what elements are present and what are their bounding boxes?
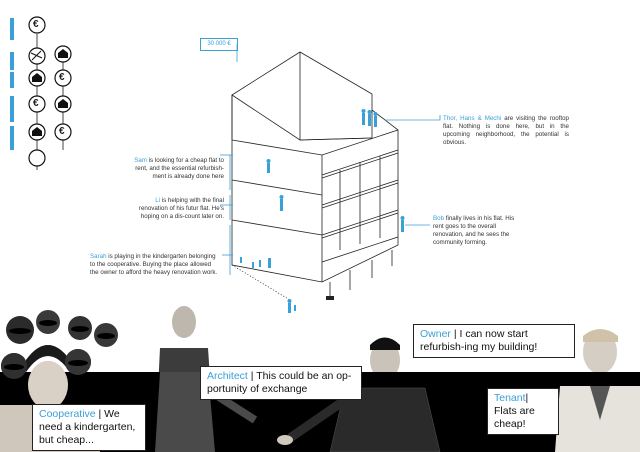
dog-figure: [326, 296, 334, 300]
note-thor: Thor, Hans & Mechi are visiting the roof…: [443, 115, 569, 147]
note-sarah-name: Sarah: [90, 253, 107, 260]
timeline-bar-2: [10, 52, 14, 70]
price-tag: 30 000 €: [200, 38, 238, 51]
timeline-network-icon: [28, 47, 46, 65]
bubble-tenant-role: Tenant: [494, 392, 526, 404]
note-sarah-text: is playing in the kindergarten belonging…: [90, 253, 218, 276]
bubble-owner: Owner | I can now start refurbish-ing my…: [413, 324, 575, 358]
leader-lines: [220, 115, 441, 275]
euro-icon: €: [59, 72, 65, 83]
bubble-architect-text: | This could be an op-portunity of excha…: [207, 370, 352, 395]
euro-icon: €: [33, 19, 39, 30]
note-thor-text: are visiting the rooftop flat. Nothing i…: [443, 115, 569, 146]
bubble-owner-text: | I can now start refurbish-ing my build…: [420, 328, 538, 353]
timeline-bar-5: [10, 126, 14, 150]
timeline-euro-icon: [54, 123, 72, 141]
bubble-cooperative-role: Cooperative: [39, 408, 96, 420]
timeline-house-icon: [54, 95, 72, 113]
note-bob-text: finally lives in his flat. His rent goes…: [433, 215, 515, 246]
bubble-owner-role: Owner: [420, 328, 451, 340]
timeline-bar-4: [10, 96, 14, 122]
note-sarah: Sarah is playing in the kindergarten bel…: [90, 253, 220, 277]
timeline-bar-3: [10, 72, 14, 88]
note-li-name: Li: [155, 197, 161, 204]
timeline-bar-1: [10, 18, 14, 40]
timeline-euro-icon: [28, 16, 46, 34]
euro-icon: €: [59, 126, 65, 137]
timeline-house-icon: [28, 123, 46, 141]
bubble-architect: Architect | This could be an op-portunit…: [200, 366, 362, 400]
note-sam: Sam is looking for a cheap flat to rent,…: [126, 157, 224, 181]
bubble-cooperative: Cooperative | We need a kindergarten, bu…: [32, 404, 146, 451]
people-figures: [240, 109, 405, 313]
timeline-euro-icon: [54, 69, 72, 87]
bubble-tenant: Tenant| Flats are cheap!: [487, 388, 559, 435]
note-thor-name: Thor, Hans & Mechi: [443, 115, 502, 122]
bubble-cooperative-text: | We need a kindergarten, but cheap...: [39, 408, 136, 446]
note-sam-name: Sam: [134, 157, 147, 164]
note-sam-text: is looking for a cheap flat to rent, and…: [135, 157, 224, 180]
timeline-empty-node: [28, 149, 46, 167]
timeline-euro-icon: [28, 95, 46, 113]
note-li-text: is helping with the final renovation of …: [138, 197, 224, 220]
note-bob-name: Bob: [433, 215, 445, 222]
timeline-house-icon: [28, 69, 46, 87]
note-li: Li is helping with the final renovation …: [126, 197, 224, 221]
building-drawing: [231, 51, 399, 301]
bubble-architect-role: Architect: [207, 370, 248, 382]
note-bob: Bob finally lives in his flat. His rent …: [433, 215, 525, 247]
bubble-tenant-text: | Flats are cheap!: [494, 392, 535, 430]
euro-icon: €: [33, 98, 39, 109]
timeline-house-icon: [54, 45, 72, 63]
